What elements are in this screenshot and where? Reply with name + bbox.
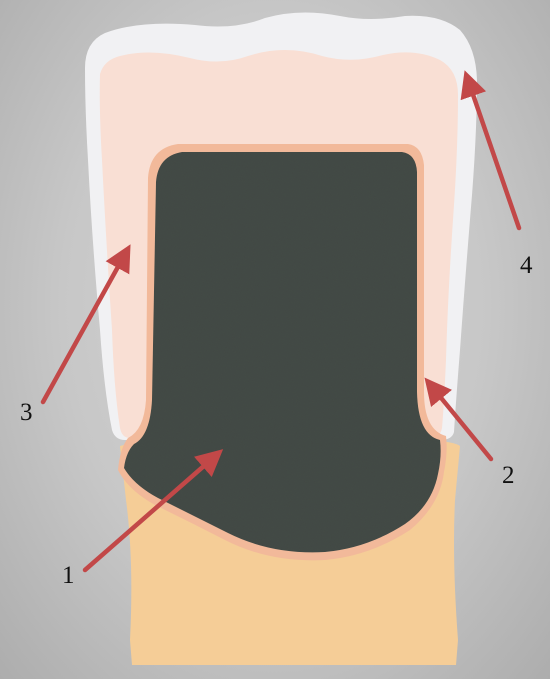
callout-label-3: 3 xyxy=(20,400,33,425)
callout-label-1: 1 xyxy=(62,563,75,588)
callout-label-4: 4 xyxy=(520,253,533,278)
arrow-icon xyxy=(469,83,519,228)
callout-label-2: 2 xyxy=(502,463,515,488)
